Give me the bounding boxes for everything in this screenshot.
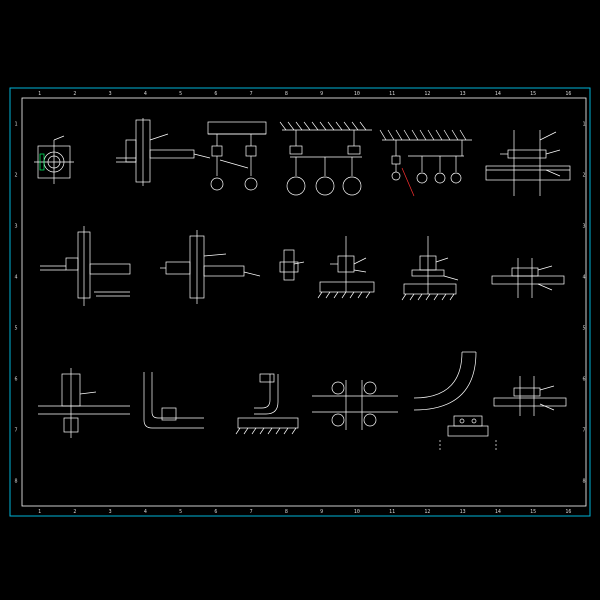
column-tick-top: 7 xyxy=(250,91,253,97)
row-tick-right: 2 xyxy=(582,173,585,179)
row-tick-left: 2 xyxy=(14,173,17,179)
row-tick-right: 5 xyxy=(582,326,585,332)
detail-ceiling-hanger-pair xyxy=(207,121,267,191)
column-tick-top: 1 xyxy=(38,91,41,97)
column-tick-top: 10 xyxy=(354,91,360,97)
column-tick-bottom: 3 xyxy=(109,509,112,515)
column-tick-top: 11 xyxy=(389,91,395,97)
sheet-outer-border xyxy=(9,87,591,517)
column-tick-bottom: 9 xyxy=(320,509,323,515)
column-tick-bottom: 13 xyxy=(460,509,466,515)
column-tick-bottom: 16 xyxy=(565,509,571,515)
detail-pipe-tee xyxy=(38,368,130,438)
column-tick-bottom: 12 xyxy=(424,509,430,515)
column-tick-bottom: 11 xyxy=(389,509,395,515)
column-tick-top: 2 xyxy=(73,91,76,97)
row-tick-left: 4 xyxy=(14,275,17,281)
column-tick-row: 1122334455667788991010111112121313141415… xyxy=(38,91,571,515)
detail-square-sleeve-plan xyxy=(34,135,74,184)
row-tick-left: 1 xyxy=(14,122,17,128)
row-tick-right: 3 xyxy=(582,224,585,230)
detail-small-clamp xyxy=(279,249,305,281)
column-tick-bottom: 10 xyxy=(354,509,360,515)
sheet-inner-frame xyxy=(21,97,587,507)
row-tick-right: 6 xyxy=(582,377,585,383)
row-tick-left: 3 xyxy=(14,224,17,230)
column-tick-top: 15 xyxy=(530,91,536,97)
detail-pipe-cross xyxy=(312,380,398,430)
row-tick-left: 6 xyxy=(14,377,17,383)
column-tick-top: 14 xyxy=(495,91,501,97)
detail-clamp-bracket-b xyxy=(401,236,459,301)
column-tick-top: 13 xyxy=(460,91,466,97)
detail-floor-elbow xyxy=(143,372,204,429)
row-tick-right: 8 xyxy=(582,479,585,485)
column-tick-top: 4 xyxy=(144,91,147,97)
column-tick-bottom: 4 xyxy=(144,509,147,515)
detail-anchor-bolt-section xyxy=(485,130,571,196)
row-tick-column: 1 1 2 2 3 3 4 4 5 5 6 6 7 7 8 8 xyxy=(14,122,585,485)
column-tick-top: 3 xyxy=(109,91,112,97)
column-tick-bottom: 6 xyxy=(214,509,217,515)
column-tick-top: 6 xyxy=(214,91,217,97)
column-tick-top: 16 xyxy=(565,91,571,97)
column-tick-bottom: 1 xyxy=(38,509,41,515)
column-tick-top: 5 xyxy=(179,91,182,97)
row-tick-left: 7 xyxy=(14,428,17,434)
column-tick-bottom: 8 xyxy=(285,509,288,515)
row-tick-right: 4 xyxy=(582,275,585,281)
detail-support-section xyxy=(491,258,565,298)
row-tick-left: 5 xyxy=(14,326,17,332)
column-tick-bottom: 5 xyxy=(179,509,182,515)
row-tick-right: 1 xyxy=(582,122,585,128)
column-tick-bottom: 2 xyxy=(73,509,76,515)
detail-wall-penetration-b xyxy=(160,230,261,304)
detail-large-bend xyxy=(413,351,497,452)
column-tick-bottom: 7 xyxy=(250,509,253,515)
detail-wall-penetration xyxy=(116,118,211,186)
column-tick-top: 12 xyxy=(424,91,430,97)
row-tick-right: 7 xyxy=(582,428,585,434)
detail-slab-four-hooks xyxy=(379,129,472,197)
column-tick-bottom: 15 xyxy=(530,509,536,515)
detail-bracket-support xyxy=(493,376,567,416)
detail-clamp-bracket-a xyxy=(317,236,375,299)
column-tick-top: 9 xyxy=(320,91,323,97)
row-tick-left: 8 xyxy=(14,479,17,485)
column-tick-bottom: 14 xyxy=(495,509,501,515)
detail-riser-fixing xyxy=(40,226,131,306)
detail-slab-three-rings xyxy=(279,121,372,196)
detail-floor-support xyxy=(235,373,299,435)
column-tick-top: 8 xyxy=(285,91,288,97)
